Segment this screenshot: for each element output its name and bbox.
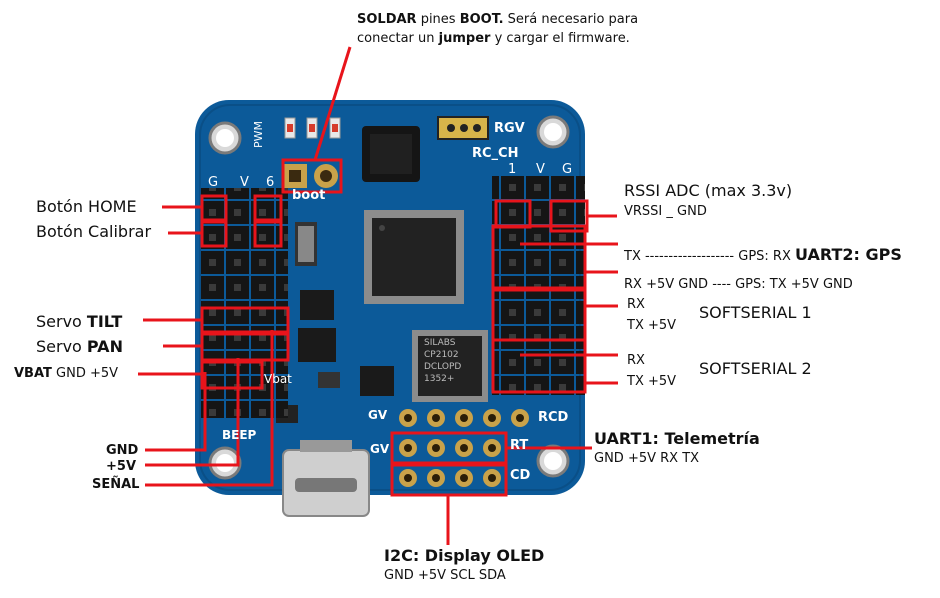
silk-gv: GV [368, 408, 388, 422]
label-ss2-rx: RX [627, 353, 645, 368]
silk-rc-ch: RC_CH [472, 146, 519, 161]
label-softserial-1: SOFTSERIAL 1 [699, 303, 812, 322]
chip-marking-3: DCLOPD [424, 362, 462, 372]
boot-note-mid: pines [416, 12, 460, 27]
silk-vbat: Vbat [264, 372, 292, 386]
vbat-bold: VBAT [14, 366, 52, 381]
silk-beep: BEEP [222, 428, 257, 442]
chip-marking-1: SILABS [424, 338, 456, 348]
bottom-pad-hole [432, 474, 440, 482]
uart2-title: UART2: GPS [795, 245, 902, 264]
servo-pan-prefix: Servo [36, 337, 87, 356]
label-i2c-title: I2C: Display OLED [384, 546, 545, 565]
uart2-line-text: TX ------------------- GPS: RX [624, 249, 795, 264]
label-ss1-rx: RX [627, 297, 645, 312]
servo-pan-bold: PAN [86, 337, 123, 356]
label-ss2-tx: TX +5V [627, 374, 677, 389]
boot-note-soldar: SOLDAR [357, 12, 417, 27]
label-senal: SEÑAL [92, 477, 140, 492]
chip-marking-2: CP2102 [424, 350, 459, 360]
bottom-pad-hole [404, 414, 412, 422]
label-softserial-2: SOFTSERIAL 2 [699, 359, 812, 378]
bottom-pad-hole [404, 474, 412, 482]
boot-note-boot: BOOT. [459, 12, 504, 27]
boot-note-rest: Será necesario para [503, 12, 639, 27]
label-ss1-tx: TX +5V [627, 318, 677, 333]
silk-pwm: PWM [252, 120, 265, 148]
status-leds [284, 117, 341, 139]
bottom-pad-hole [488, 444, 496, 452]
pointer-lines [138, 46, 618, 545]
chip-marking-4: 1352+ [424, 374, 455, 384]
rgv-connector [437, 116, 489, 140]
silk-head-g: G [208, 175, 219, 190]
silk-rcd: RCD [538, 410, 569, 425]
label-uart1-title: UART1: Telemetría [594, 429, 760, 448]
rc-pin-header [492, 175, 585, 395]
label-vbat: VBAT GND +5V [14, 366, 118, 381]
silk-col-1: 1 [508, 162, 517, 177]
label-gnd: GND [106, 443, 139, 458]
bottom-pad-hole [432, 444, 440, 452]
boot-note-line2: conectar un jumper y cargar el firmware. [357, 31, 630, 46]
bottom-pad-hole [460, 444, 468, 452]
silk-gv2: GV [370, 442, 390, 456]
label-rssi-sub: VRSSI _ GND [624, 204, 707, 219]
mounting-holes [208, 115, 570, 480]
servo-tilt-prefix: Servo [36, 312, 87, 331]
boot-pads [283, 164, 338, 188]
silk-col-g: G [562, 162, 573, 177]
label-boton-calibrar: Botón Calibrar [36, 222, 152, 241]
label-plus5v: +5V [106, 459, 136, 474]
label-servo-pan: Servo PAN [36, 337, 123, 356]
label-i2c-sub: GND +5V SCL SDA [384, 568, 506, 583]
bottom-pad-hole [404, 444, 412, 452]
label-rssi-title: RSSI ADC (max 3.3v) [624, 181, 793, 200]
bottom-pad-hole [488, 414, 496, 422]
label-boton-home: Botón HOME [36, 197, 137, 216]
silk-col-v: V [536, 162, 545, 177]
bottom-pad-hole [460, 414, 468, 422]
silk-cd: CD [510, 468, 531, 483]
label-uart1-sub: GND +5V RX TX [594, 451, 700, 466]
bottom-pad-hole [460, 474, 468, 482]
mcu-chip [364, 210, 464, 304]
silk-boot: boot [292, 188, 326, 203]
micro-usb-connector [282, 440, 370, 517]
bottom-pad-hole [432, 414, 440, 422]
silk-head-v: V [240, 175, 249, 190]
silk-rt: RT [510, 438, 529, 453]
boot-note-line1: SOLDAR pines BOOT. Será necesario para [357, 12, 638, 27]
bottom-pad-hole [488, 474, 496, 482]
servo-tilt-bold: TILT [86, 312, 123, 331]
boot-note-l2-start: conectar un [357, 31, 439, 46]
silk-head-6: 6 [266, 175, 275, 190]
label-uart2-sub: RX +5V GND ---- GPS: TX +5V GND [624, 277, 853, 292]
label-uart2-line: TX ------------------- GPS: RX UART2: GP… [624, 245, 902, 264]
boot-note-l2-rest: y cargar el firmware. [490, 31, 630, 46]
usb-chip [412, 330, 488, 402]
silk-rgv: RGV [494, 121, 525, 136]
boot-note-jumper: jumper [438, 31, 491, 46]
label-servo-tilt: Servo TILT [36, 312, 122, 331]
vbat-rest: GND +5V [51, 366, 119, 381]
bottom-pad-hole [516, 414, 524, 422]
